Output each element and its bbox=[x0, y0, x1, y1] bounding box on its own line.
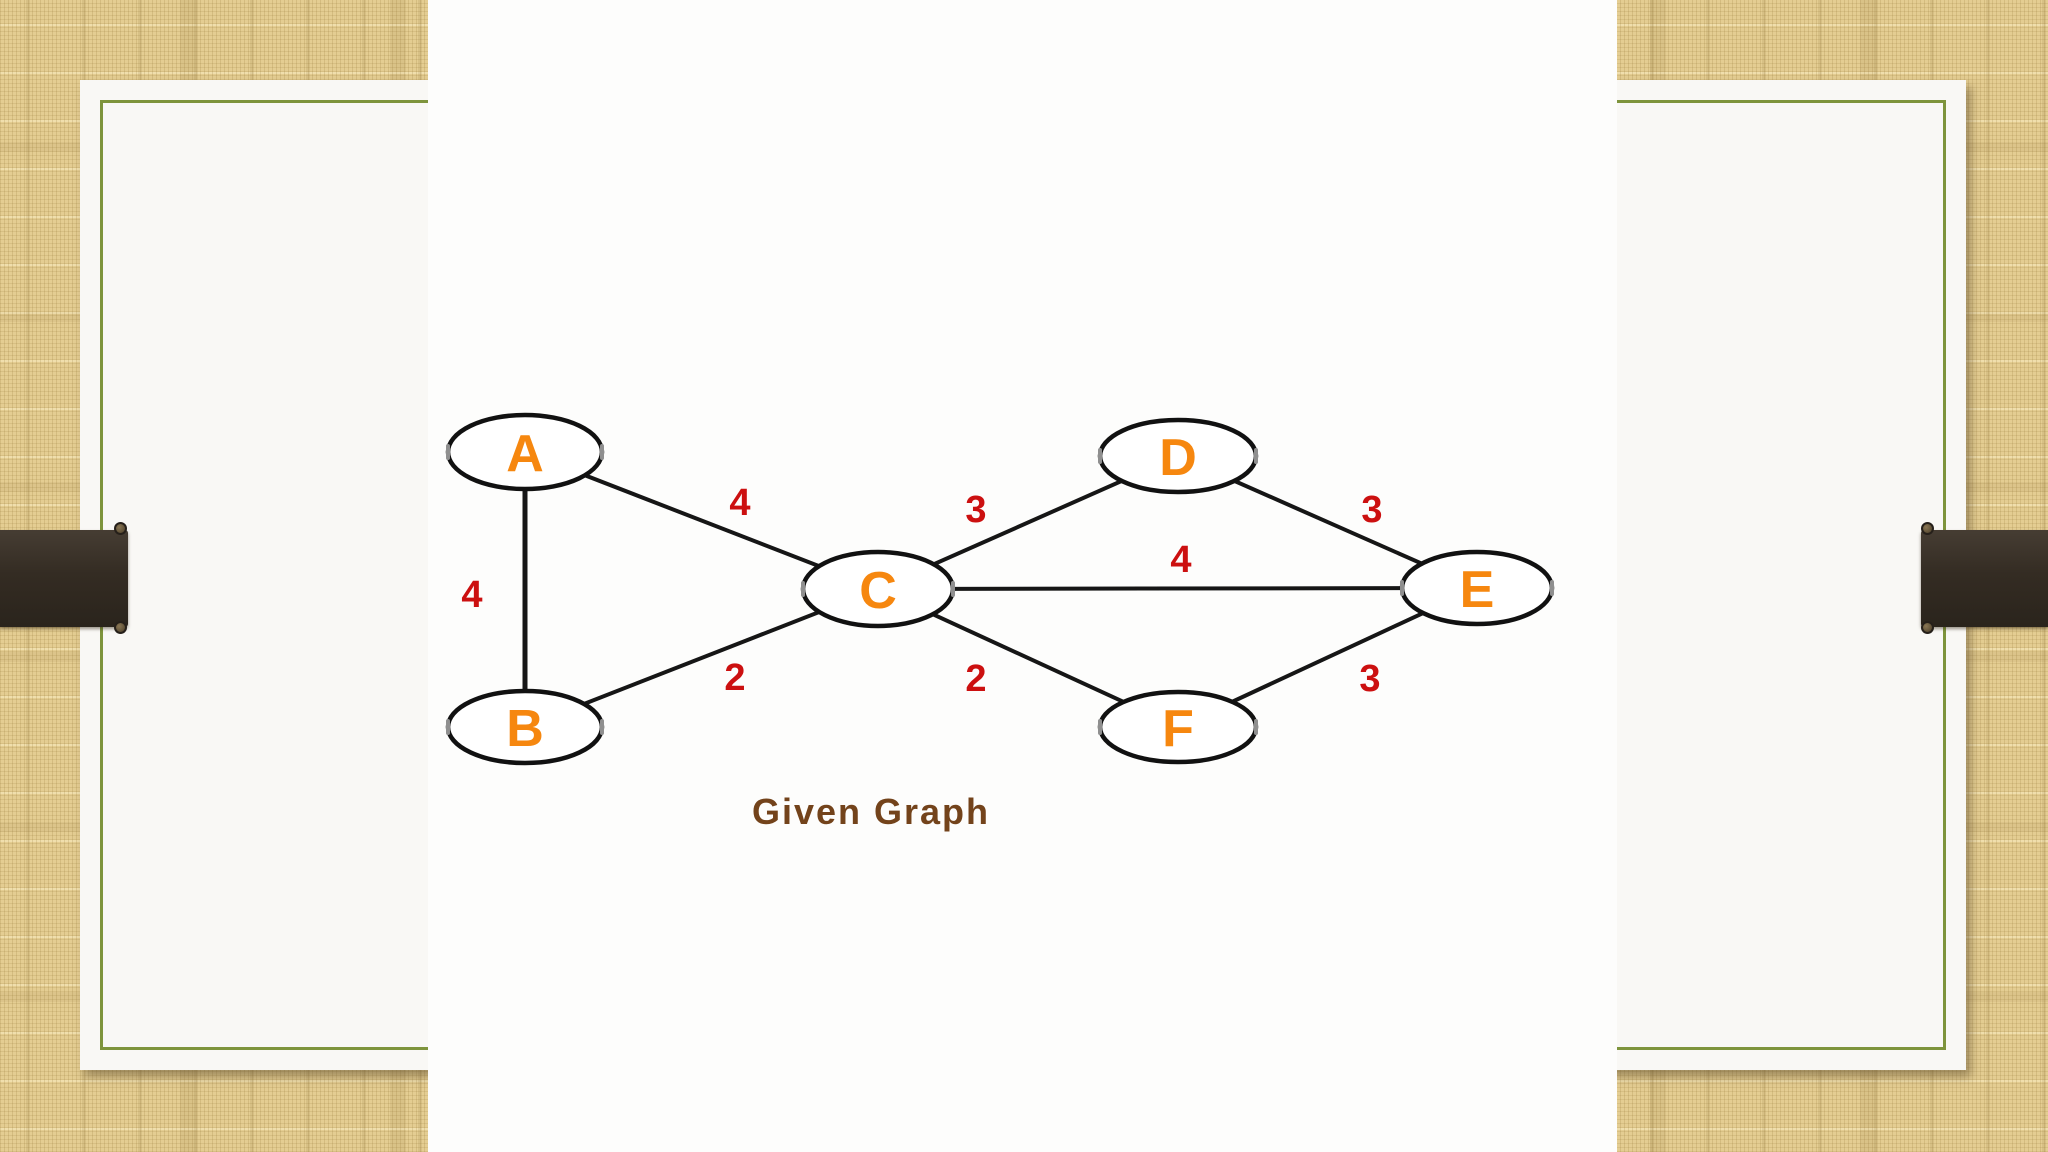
weight-c-e: 4 bbox=[1170, 539, 1191, 581]
node-c-label: C bbox=[859, 562, 897, 620]
ribbon-strap-left bbox=[0, 522, 128, 634]
ribbon-pin-icon bbox=[1921, 522, 1934, 535]
node-b-label: B bbox=[506, 700, 544, 758]
node-a-label: A bbox=[506, 425, 544, 483]
ribbon-pin-icon bbox=[114, 522, 127, 535]
node-e-label: E bbox=[1460, 561, 1495, 619]
ribbon-pin-icon bbox=[1921, 621, 1934, 634]
node-d-label: D bbox=[1159, 429, 1197, 487]
connector-anchors bbox=[446, 444, 1554, 735]
weight-a-b: 4 bbox=[461, 574, 482, 616]
weight-b-c: 2 bbox=[724, 657, 745, 699]
node-f-label: F bbox=[1162, 700, 1194, 758]
weight-c-d: 3 bbox=[965, 489, 986, 531]
figure-caption: Given Graph bbox=[751, 791, 991, 832]
edge-c-e bbox=[877, 586, 1478, 591]
weight-a-c: 4 bbox=[729, 482, 750, 524]
ribbon-pin-icon bbox=[114, 621, 127, 634]
weight-c-f: 2 bbox=[965, 658, 986, 700]
weight-d-e: 3 bbox=[1361, 489, 1382, 531]
ribbon-strap-right bbox=[1921, 522, 2048, 634]
weight-f-e: 3 bbox=[1359, 658, 1380, 700]
